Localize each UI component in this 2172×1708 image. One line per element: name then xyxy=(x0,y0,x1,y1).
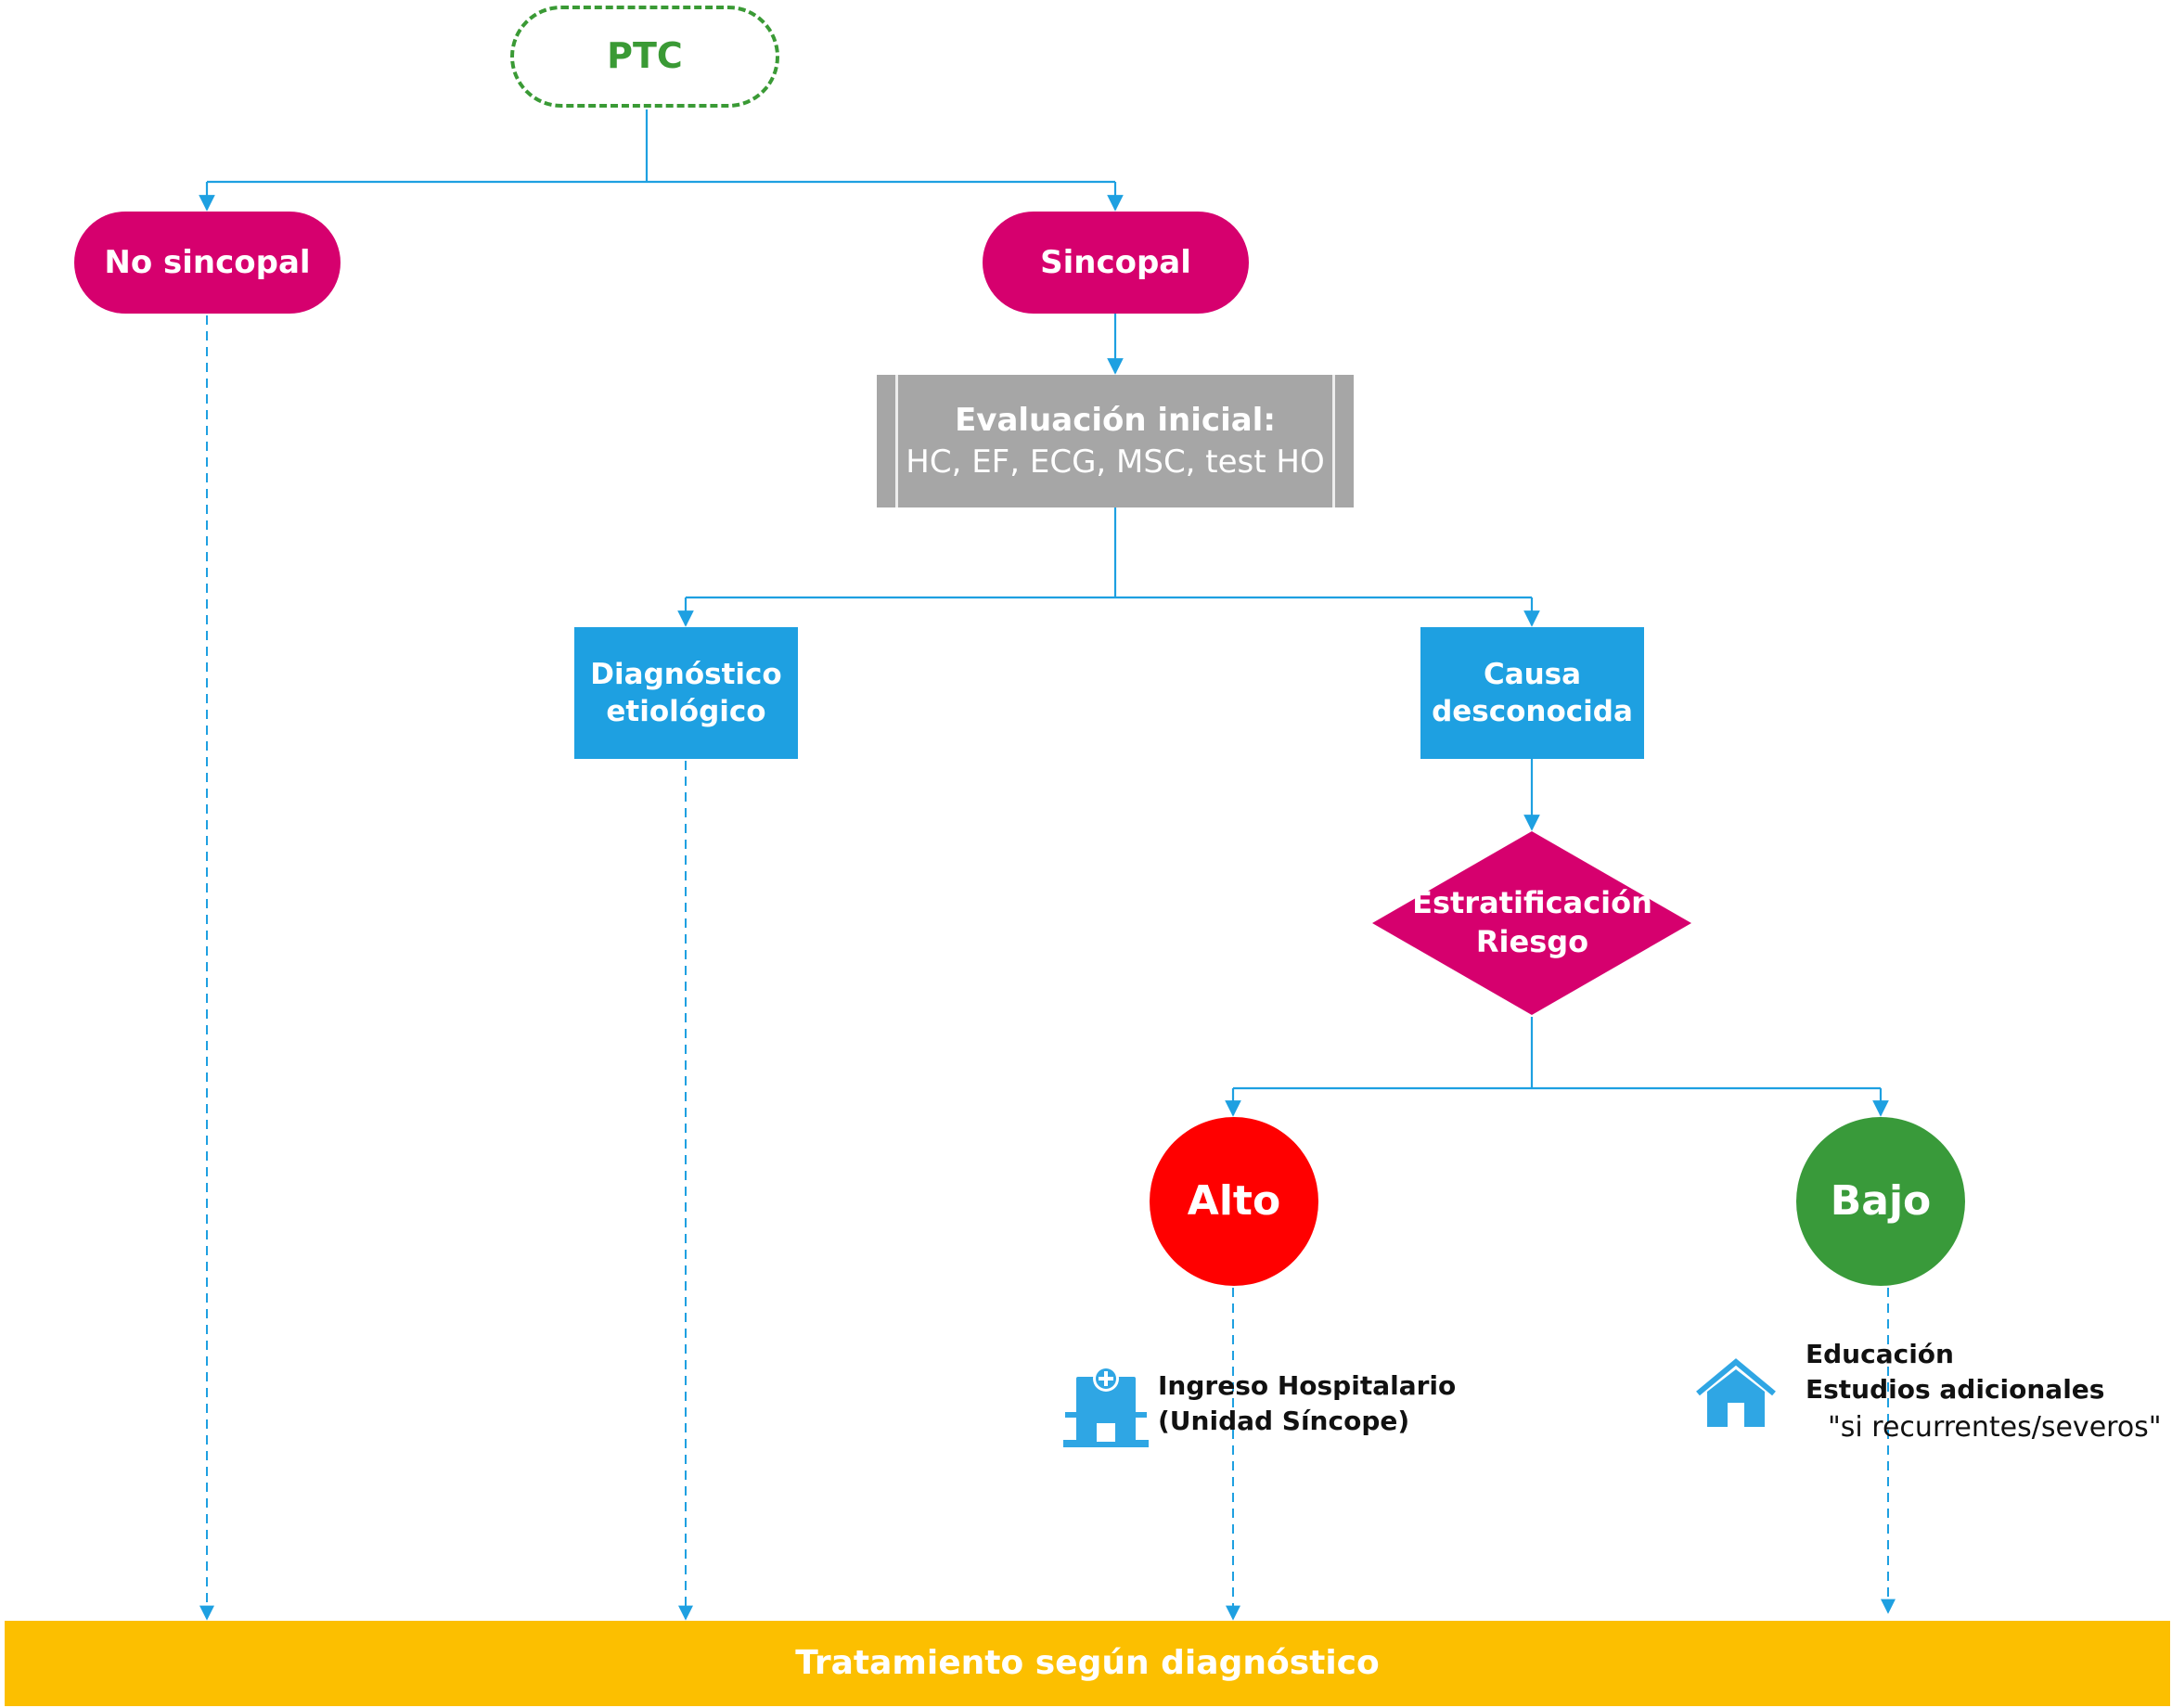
alto-node: Alto xyxy=(1150,1117,1318,1286)
bajo-node: Bajo xyxy=(1796,1117,1965,1286)
diagnostico-line2: etiológico xyxy=(606,695,766,728)
estratificacion-diamond xyxy=(1372,831,1691,1015)
bajo-note-line3: "si recurrentes/severos" xyxy=(1828,1410,2162,1444)
hospital-icon xyxy=(1063,1366,1149,1447)
evaluacion-items: HC, EF, ECG, MSC, test HO xyxy=(906,443,1325,481)
alto-note-line2: (Unidad Síncope) xyxy=(1158,1406,1410,1437)
causa-line2: desconocida xyxy=(1432,695,1633,728)
sincopal-node: Sincopal xyxy=(983,212,1249,314)
no-sincopal-label: No sincopal xyxy=(104,243,311,281)
diagnostico-line1: Diagnóstico xyxy=(590,657,782,691)
estratificacion-label: Estratificación Riesgo xyxy=(1373,872,1691,974)
connector-evaluacion-split xyxy=(686,507,1532,599)
connector-ptc-split xyxy=(207,109,1115,184)
estratificacion-line2: Riesgo xyxy=(1475,924,1589,959)
no-sincopal-node: No sincopal xyxy=(74,212,341,314)
alto-note: Ingreso Hospitalario (Unidad Síncope) xyxy=(1158,1368,1456,1440)
house-icon xyxy=(1696,1358,1776,1427)
ptc-label: PTC xyxy=(607,35,683,77)
evaluacion-inicial-node: Evaluación inicial: HC, EF, ECG, MSC, te… xyxy=(877,375,1354,507)
tratamiento-label: Tratamiento según diagnóstico xyxy=(795,1643,1380,1682)
evaluacion-title: Evaluación inicial: xyxy=(955,402,1276,440)
bajo-note-line2: Estudios adicionales xyxy=(1806,1374,2105,1406)
sincopal-label: Sincopal xyxy=(1040,243,1191,281)
bajo-label: Bajo xyxy=(1830,1177,1932,1226)
alto-label: Alto xyxy=(1187,1177,1281,1226)
estratificacion-line1: Estratificación xyxy=(1412,885,1652,921)
bajo-note: Educación Estudios adicionales "si recur… xyxy=(1806,1337,2162,1446)
alto-note-line1: Ingreso Hospitalario xyxy=(1158,1370,1457,1401)
connector-estratificacion-split xyxy=(1233,1017,1881,1090)
causa-line1: Causa xyxy=(1483,657,1582,691)
bajo-note-line1: Educación xyxy=(1806,1339,1954,1369)
causa-desconocida-node: Causa desconocida xyxy=(1420,627,1644,759)
diagnostico-etiologico-node: Diagnóstico etiológico xyxy=(574,627,798,759)
ptc-node: PTC xyxy=(510,6,779,108)
tratamiento-bar: Tratamiento según diagnóstico xyxy=(5,1621,2170,1706)
